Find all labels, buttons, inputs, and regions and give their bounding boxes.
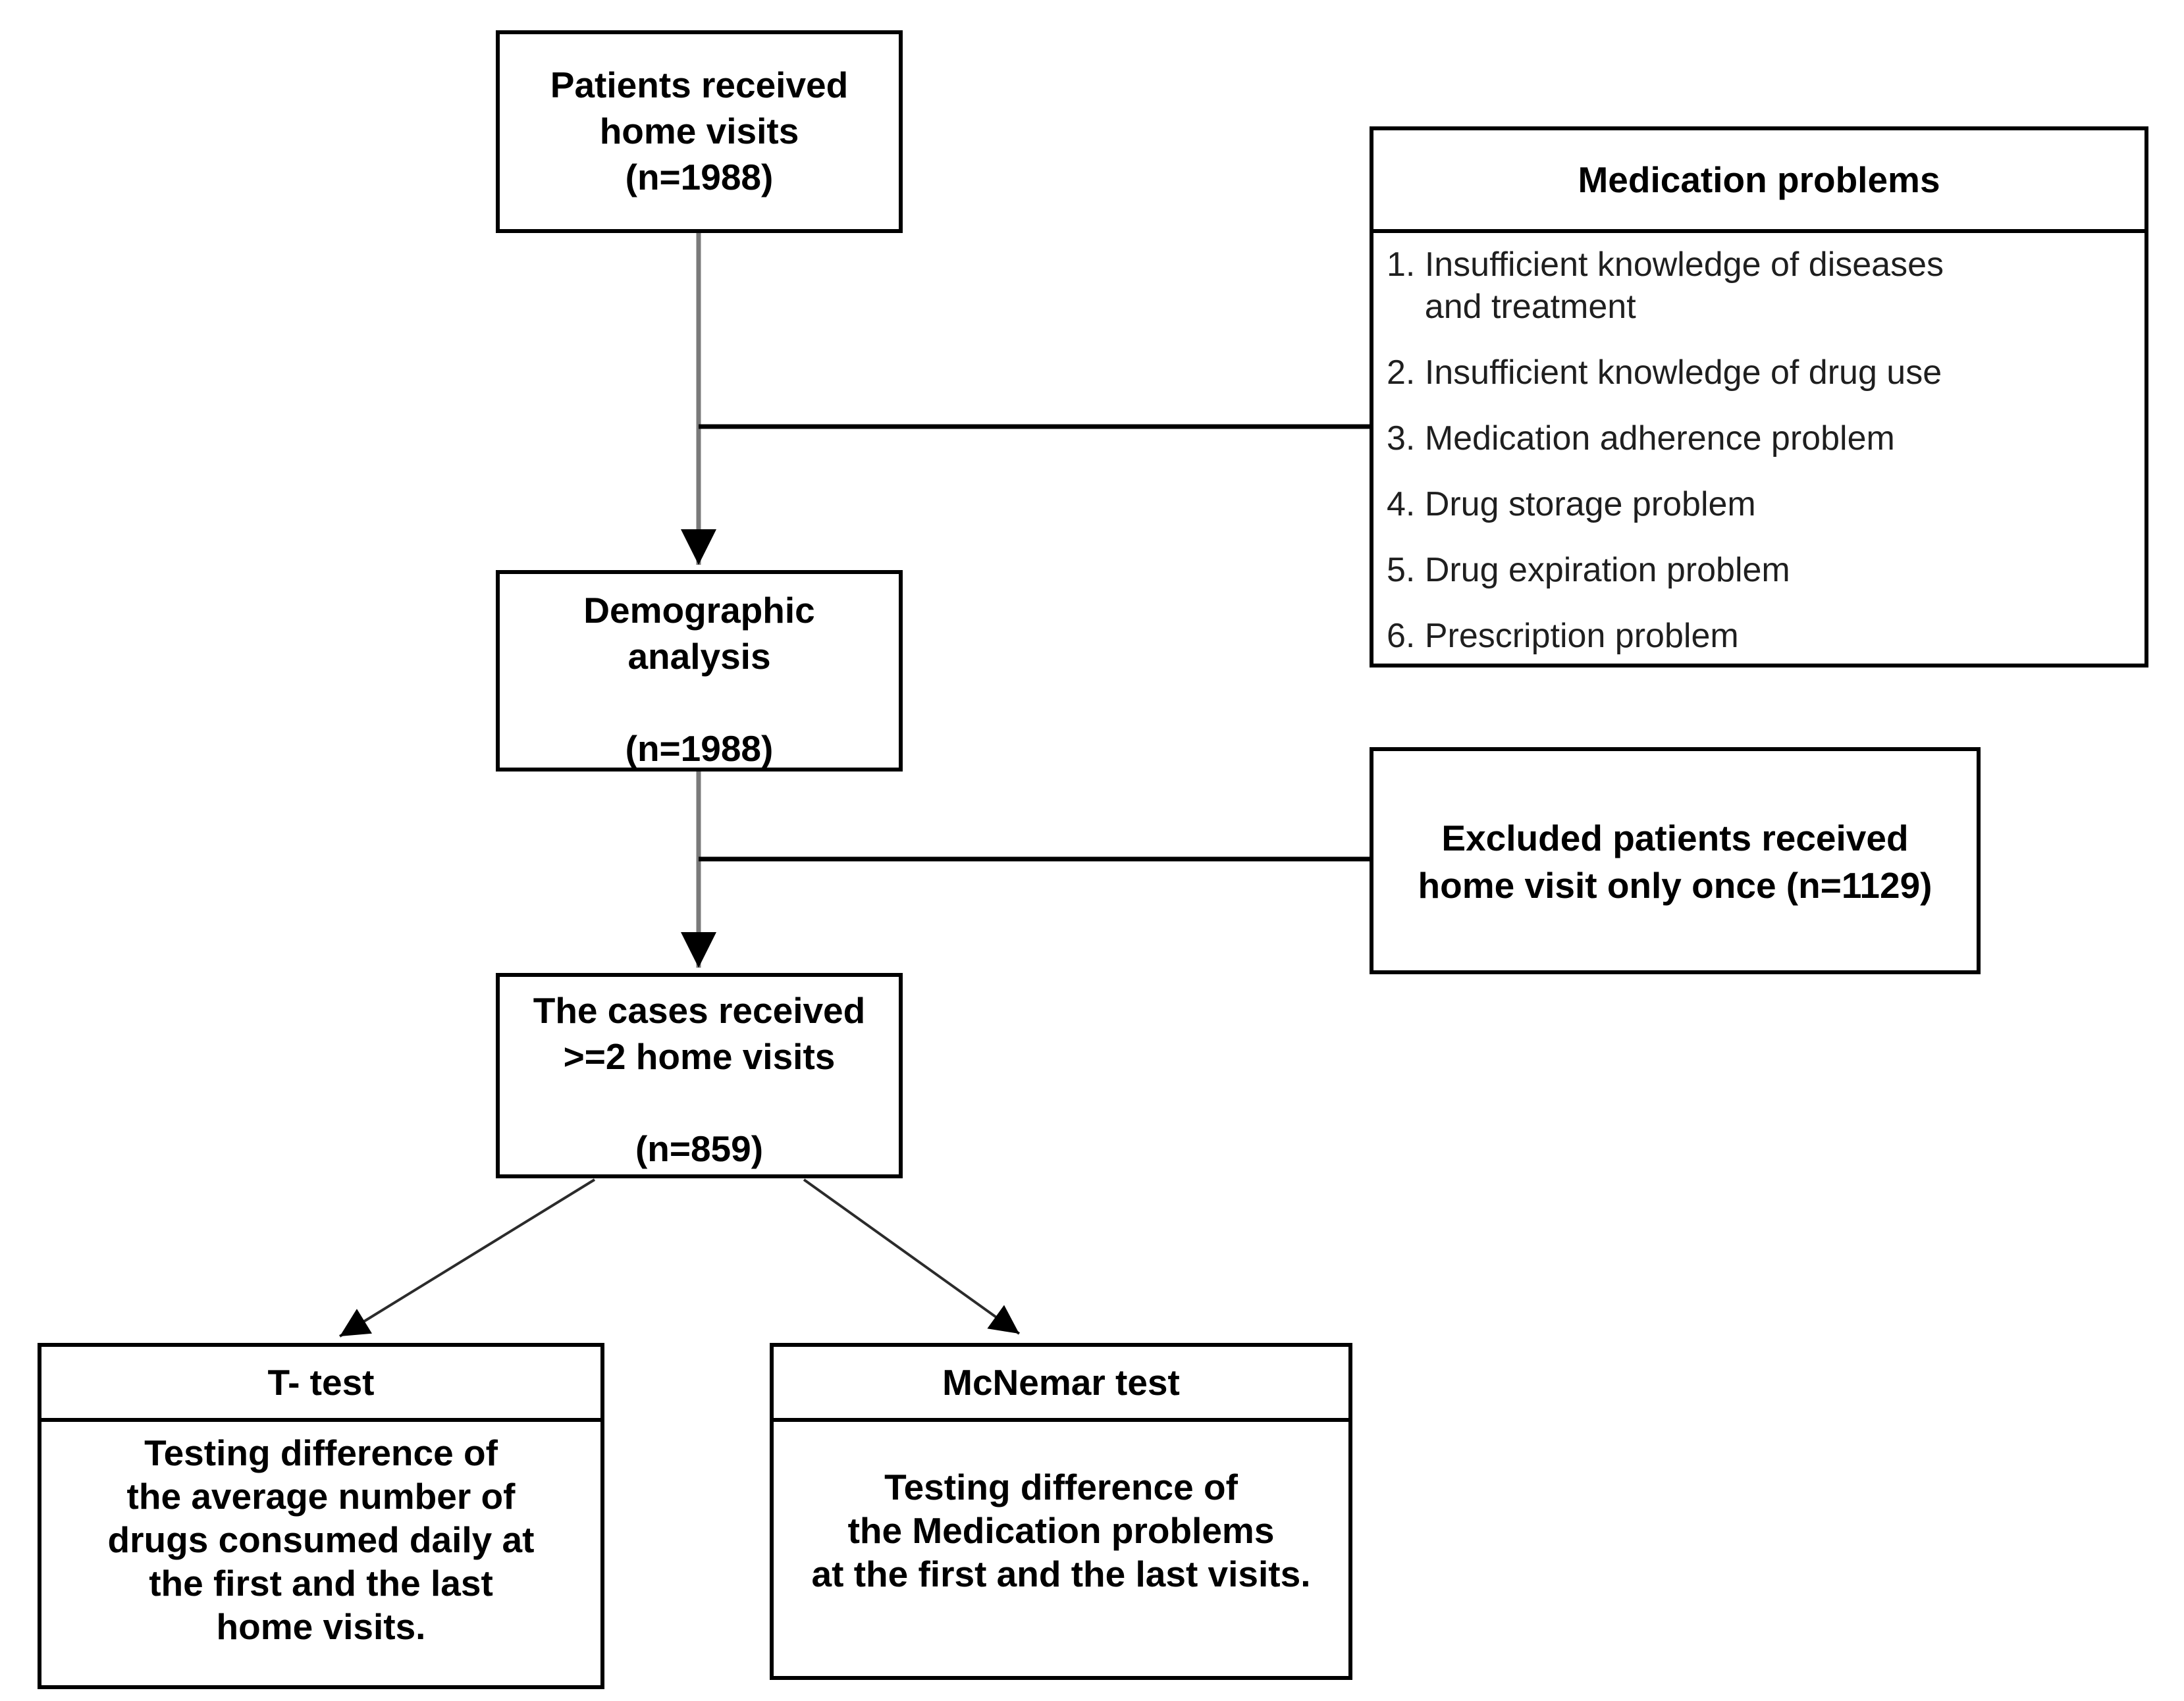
cases-box-text: The cases received >=2 home visits (n=85… xyxy=(533,990,866,1169)
arrow-cases-to-mcnemar xyxy=(803,1178,1021,1335)
ttest-description: Testing difference of the average number… xyxy=(107,1432,535,1647)
ttest-box: T- test Testing difference of the averag… xyxy=(38,1343,604,1689)
patients-box: Patients received home visits (n=1988) xyxy=(496,30,903,233)
medication-problem-item-1: 1. Insufficient knowledge of diseases an… xyxy=(1387,246,1944,326)
medication-problem-item-2: 2. Insufficient knowledge of drug use xyxy=(1387,353,1942,392)
arrow-cases-to-ttest xyxy=(338,1178,596,1338)
excluded-patients-box: Excluded patients received home visit on… xyxy=(1370,747,1981,974)
cases-box: The cases received >=2 home visits (n=85… xyxy=(496,973,903,1178)
mcnemar-box: McNemar test Testing difference of the M… xyxy=(770,1343,1352,1680)
excluded-patients-text: Excluded patients received home visit on… xyxy=(1418,818,1932,906)
medication-problem-item-5: 5. Drug expiration problem xyxy=(1387,551,1790,589)
medication-problems-box: Medication problems 1. Insufficient know… xyxy=(1370,126,2148,667)
medication-problem-item-6: 6. Prescription problem xyxy=(1387,617,1739,655)
medication-problem-item-3: 3. Medication adherence problem xyxy=(1387,419,1895,458)
ttest-title: T- test xyxy=(41,1347,600,1422)
mcnemar-title: McNemar test xyxy=(774,1347,1348,1422)
medication-problem-item-4: 4. Drug storage problem xyxy=(1387,485,1756,523)
medication-problems-title: Medication problems xyxy=(1373,130,2144,233)
demographic-analysis-box: Demographic analysis (n=1988) xyxy=(496,570,903,772)
mcnemar-description: Testing difference of the Medication pro… xyxy=(811,1467,1311,1594)
patients-box-text: Patients received home visits (n=1988) xyxy=(550,65,849,197)
demographic-analysis-text: Demographic analysis (n=1988) xyxy=(583,590,815,769)
medication-problems-list: 1. Insufficient knowledge of diseases an… xyxy=(1373,233,2144,657)
